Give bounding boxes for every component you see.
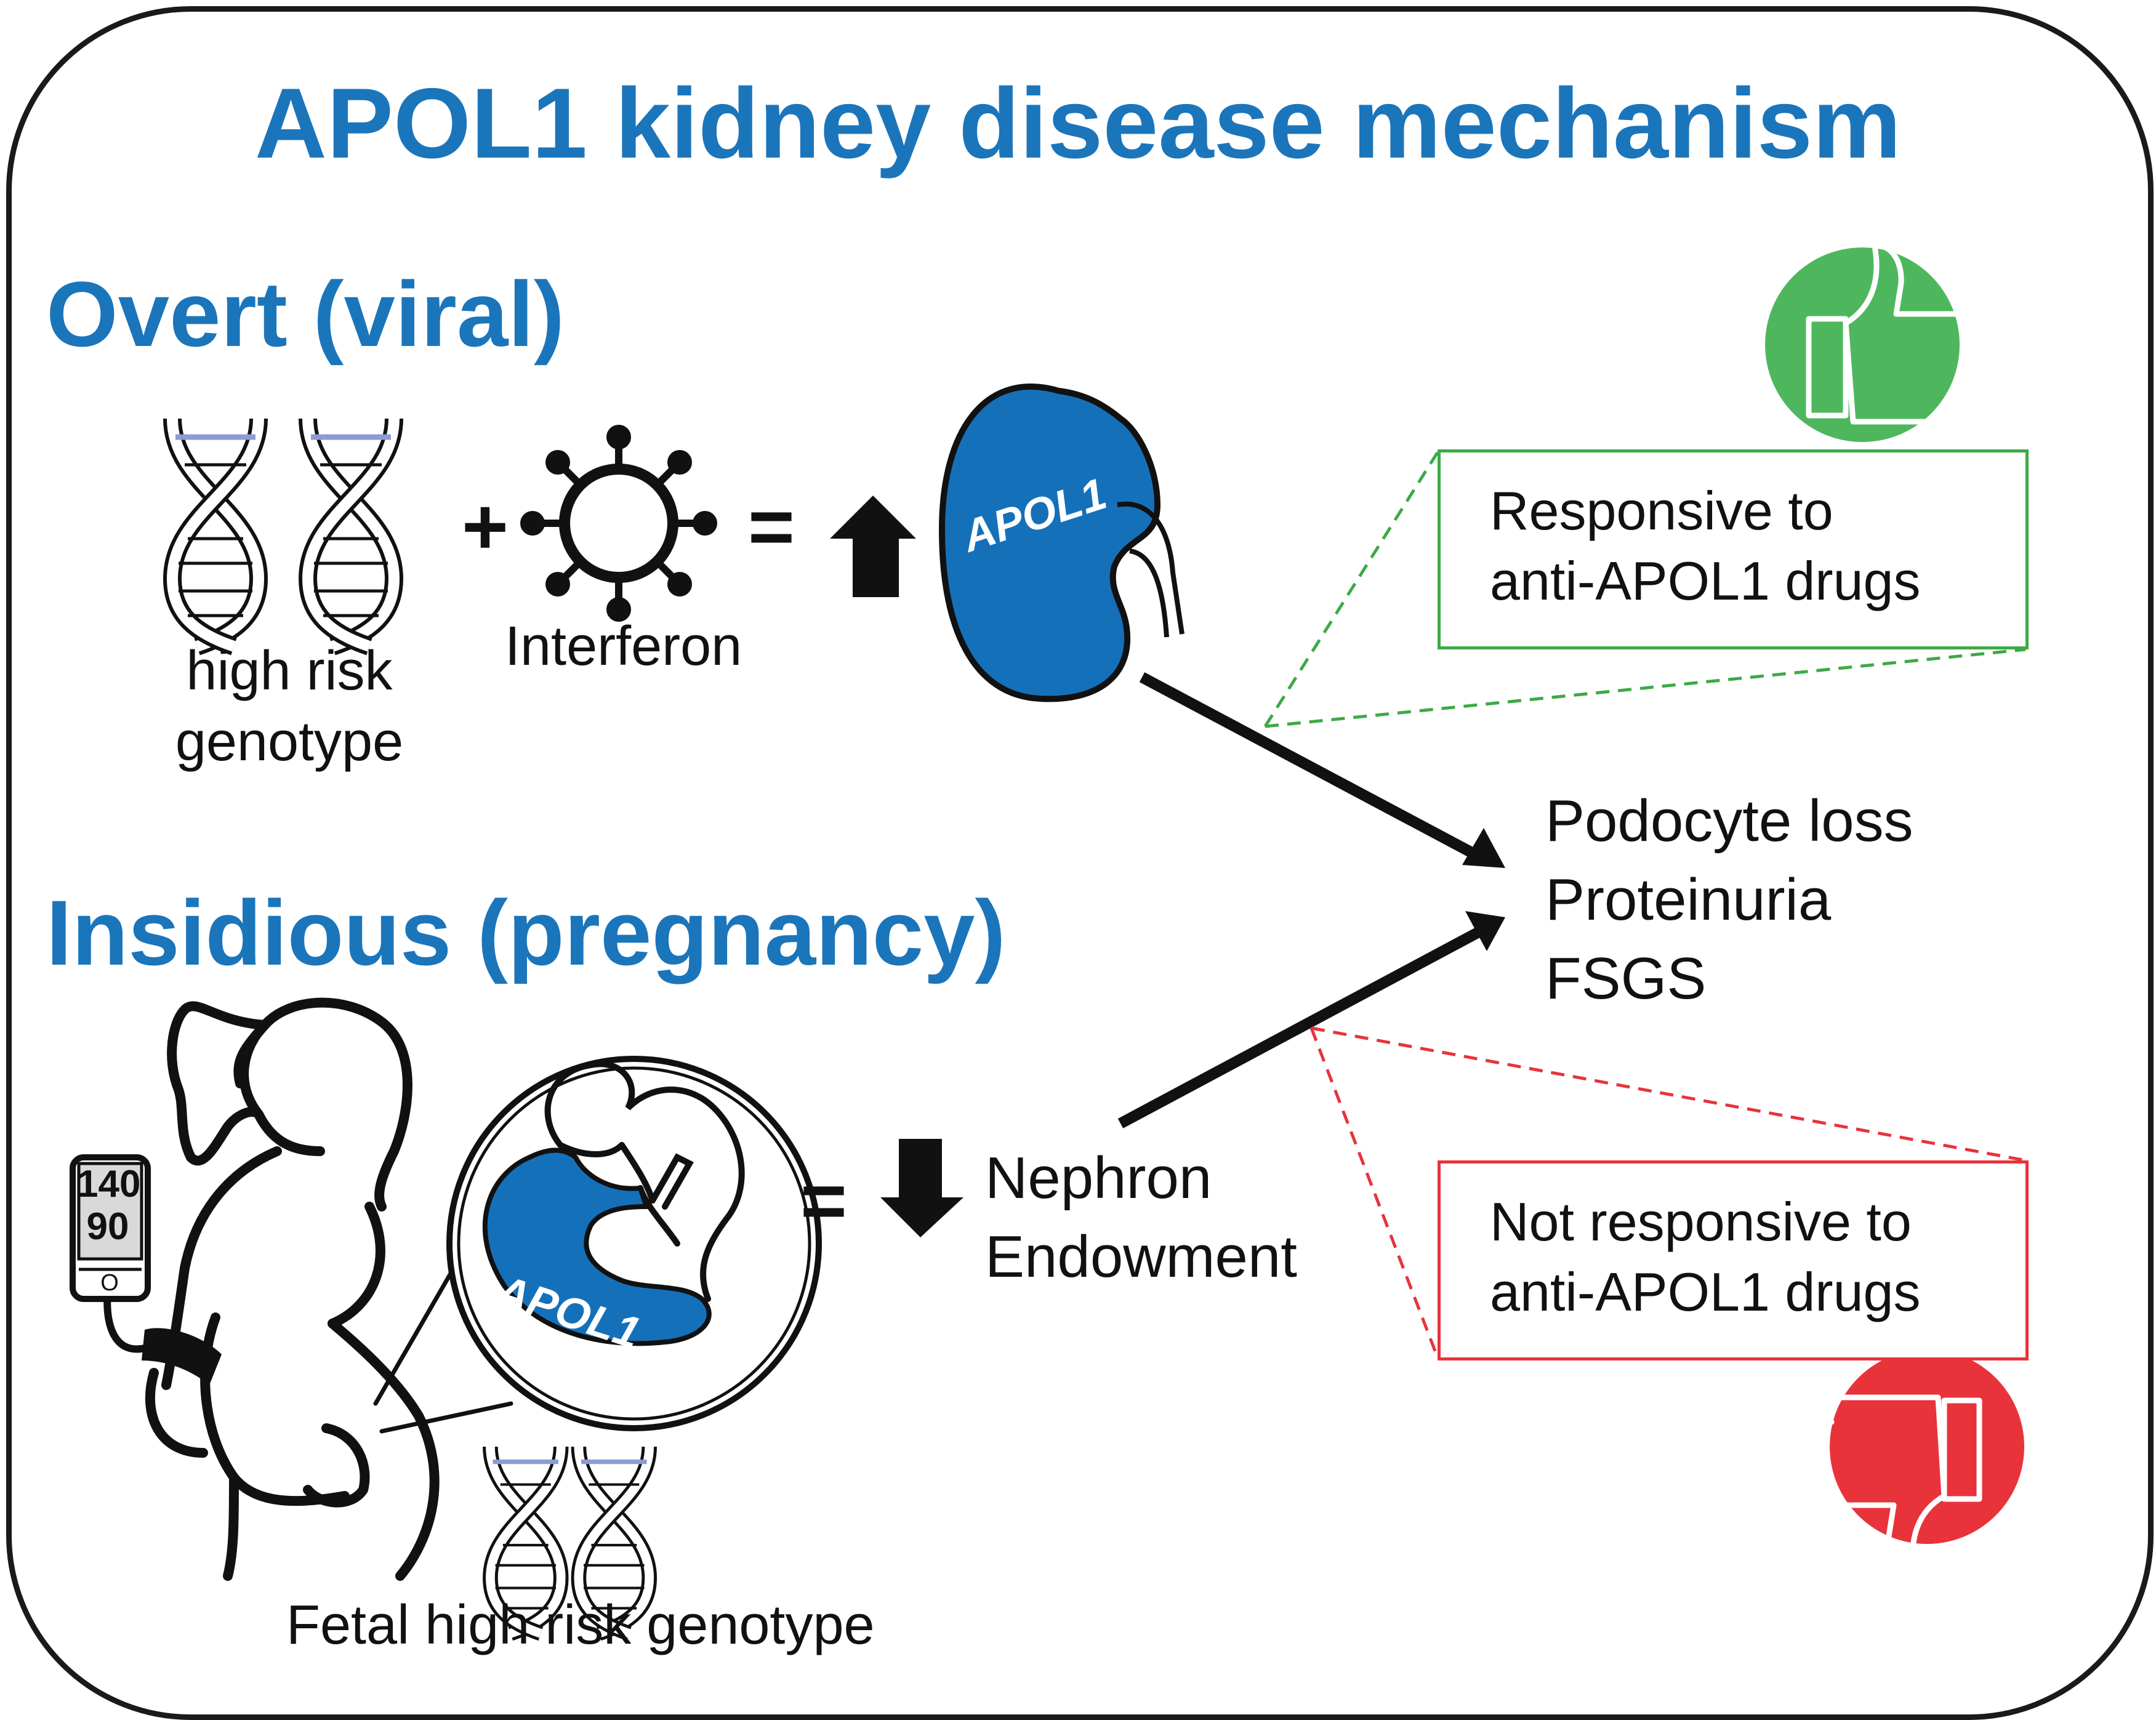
insidious-heading: Insidious (pregnancy) — [46, 881, 1006, 984]
interferon-label: Interferon — [505, 616, 742, 677]
overt-heading: Overt (viral) — [46, 262, 565, 366]
overt-arrow — [1139, 672, 1481, 861]
nephron-label-line1: Nephron — [985, 1145, 1212, 1211]
equals-sign-overt: = — [748, 481, 795, 571]
outcome-fsgs: FSGS — [1545, 946, 1707, 1011]
fetal-genotype-label: Fetal high risk genotype — [286, 1594, 875, 1656]
responsive-box-line1: Responsive to — [1490, 480, 1833, 541]
bp-cuff — [142, 1328, 222, 1385]
bp-systolic: 140 — [77, 1163, 141, 1205]
not-responsive-box-line1: Not responsive to — [1490, 1191, 1912, 1252]
down-arrow-icon — [880, 1139, 963, 1237]
bp-button: O — [100, 1270, 119, 1296]
up-arrow-icon — [830, 496, 916, 597]
outcome-podocyte-loss: Podocyte loss — [1545, 788, 1913, 854]
genotype-label-line1: high risk — [186, 640, 393, 702]
responsive-box: Responsive to anti-APOL1 drugs — [1438, 449, 2029, 649]
page-title: APOL1 kidney disease mechanism — [254, 68, 1902, 179]
thumbs-up-icon — [1765, 243, 1976, 442]
genotype-label-line2: genotype — [175, 711, 404, 773]
not-responsive-callout-lines — [1309, 1026, 2026, 1358]
insidious-arrow — [1117, 928, 1481, 1128]
equals-sign-insidious: = — [800, 1155, 847, 1245]
fetal-kidney-icon — [482, 1147, 712, 1346]
nephron-label-line2: Endowment — [985, 1224, 1297, 1290]
not-responsive-box: Not responsive to anti-APOL1 drugs — [1438, 1160, 2029, 1360]
kidney-icon — [938, 384, 1185, 702]
not-responsive-box-line2: anti-APOL1 drugs — [1490, 1261, 1921, 1323]
responsive-box-line2: anti-APOL1 drugs — [1490, 550, 1921, 612]
dna-icon — [172, 419, 394, 646]
thumbs-down-icon — [1814, 1349, 2024, 1577]
bp-diastolic: 90 — [86, 1205, 129, 1248]
virus-icon — [520, 425, 717, 622]
outcome-proteinuria: Proteinuria — [1545, 867, 1832, 933]
responsive-callout-lines — [1263, 451, 2026, 728]
plus-sign: + — [462, 481, 509, 571]
blood-pressure-monitor-icon — [70, 1154, 151, 1302]
